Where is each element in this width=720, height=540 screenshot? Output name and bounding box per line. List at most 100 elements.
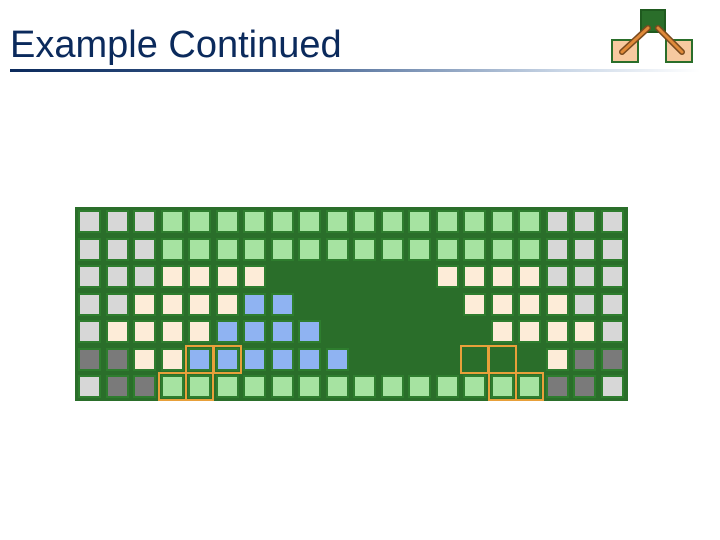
grid-cell [105,347,129,371]
grid-cell [298,320,321,343]
grid-cell [490,210,514,233]
grid-cell [133,237,156,261]
pixel-grid [75,207,628,401]
grid-cell [381,265,404,288]
grid-cell [270,375,294,398]
grid-cell [573,347,596,371]
grid-cell [408,265,431,288]
grid-cell [518,265,541,288]
grid-cell [160,265,184,288]
grid-cell [133,375,156,398]
grid-cell [78,347,101,371]
grid-cell [460,344,489,374]
grid-cell [463,320,486,343]
grid-cell [133,265,156,288]
grid-cell [435,265,459,288]
grid-cell [188,237,211,261]
grid-cell [408,293,431,316]
grid-cell [490,292,514,316]
grid-cell [78,375,101,398]
grid-cell [78,210,101,233]
grid-cell [600,265,624,288]
grid-cell [133,347,156,371]
grid-cell [325,375,349,398]
grid-cell [188,265,211,288]
grid-cell [160,347,184,371]
grid-cell [270,347,294,371]
grid-cell [545,292,569,316]
grid-cell [436,348,459,371]
grid-cell [215,210,239,233]
grid-cell [105,375,129,398]
grid-cell [188,210,211,233]
grid-cell [436,293,459,316]
grid-cell [185,344,214,374]
grid-cell [408,237,431,261]
grid-cell [243,292,266,316]
grid-cell [487,372,517,401]
grid-cell [270,237,294,261]
grid-cell [600,347,624,371]
grid-cell [463,375,486,398]
grid-cell [545,265,569,288]
grid-cell [243,320,266,343]
grid-cell [243,237,266,261]
grid-cell [215,265,239,288]
grid-cell [353,265,376,288]
grid-cell [573,265,596,288]
grid-cell [353,293,376,316]
grid-cell [353,237,376,261]
grid-cell [463,210,486,233]
grid-cell [435,237,459,261]
grid-cell [326,293,349,316]
grid-cell [408,348,431,371]
grid-cell [573,210,596,233]
grid-cell [271,265,294,288]
grid-cell [573,292,596,316]
grid-cell [573,320,596,343]
grid-cell [518,292,541,316]
slide-title: Example Continued [10,24,342,66]
grid-cell [463,237,486,261]
grid-cell [270,292,294,316]
grid-cell [133,320,156,343]
grid-cell [518,348,541,371]
grid-cell [105,265,129,288]
grid-cell [573,237,596,261]
grid-cell [243,347,266,371]
grid-cell [270,320,294,343]
grid-cell [188,292,211,316]
grid-cell [188,320,211,343]
grid-cell [408,210,431,233]
grid-cell [298,265,321,288]
grid-cell [326,320,349,343]
grid-cell [133,292,156,316]
grid-cell [600,320,624,343]
grid-cell [78,292,101,316]
grid-cell [353,320,376,343]
grid-cell [545,347,569,371]
grid-cell [545,320,569,343]
grid-cell [435,210,459,233]
grid-cell [518,237,541,261]
grid-cell [215,320,239,343]
grid-cell [600,375,624,398]
grid-cell [215,292,239,316]
grid-cell [381,293,404,316]
grid-cell [463,265,486,288]
grid-cell [518,320,541,343]
grid-cell [78,320,101,343]
grid-cell [105,292,129,316]
grid-cell [600,292,624,316]
grid-cell [78,265,101,288]
grid-cell [160,320,184,343]
grid-cell [380,237,404,261]
title-underline [10,69,700,72]
tree-node-icon [611,9,693,63]
grid-cell [435,375,459,398]
grid-cell [212,344,242,374]
grid-cell [160,237,184,261]
grid-cell [325,347,349,371]
grid-cell [436,320,459,343]
grid-cell [325,237,349,261]
